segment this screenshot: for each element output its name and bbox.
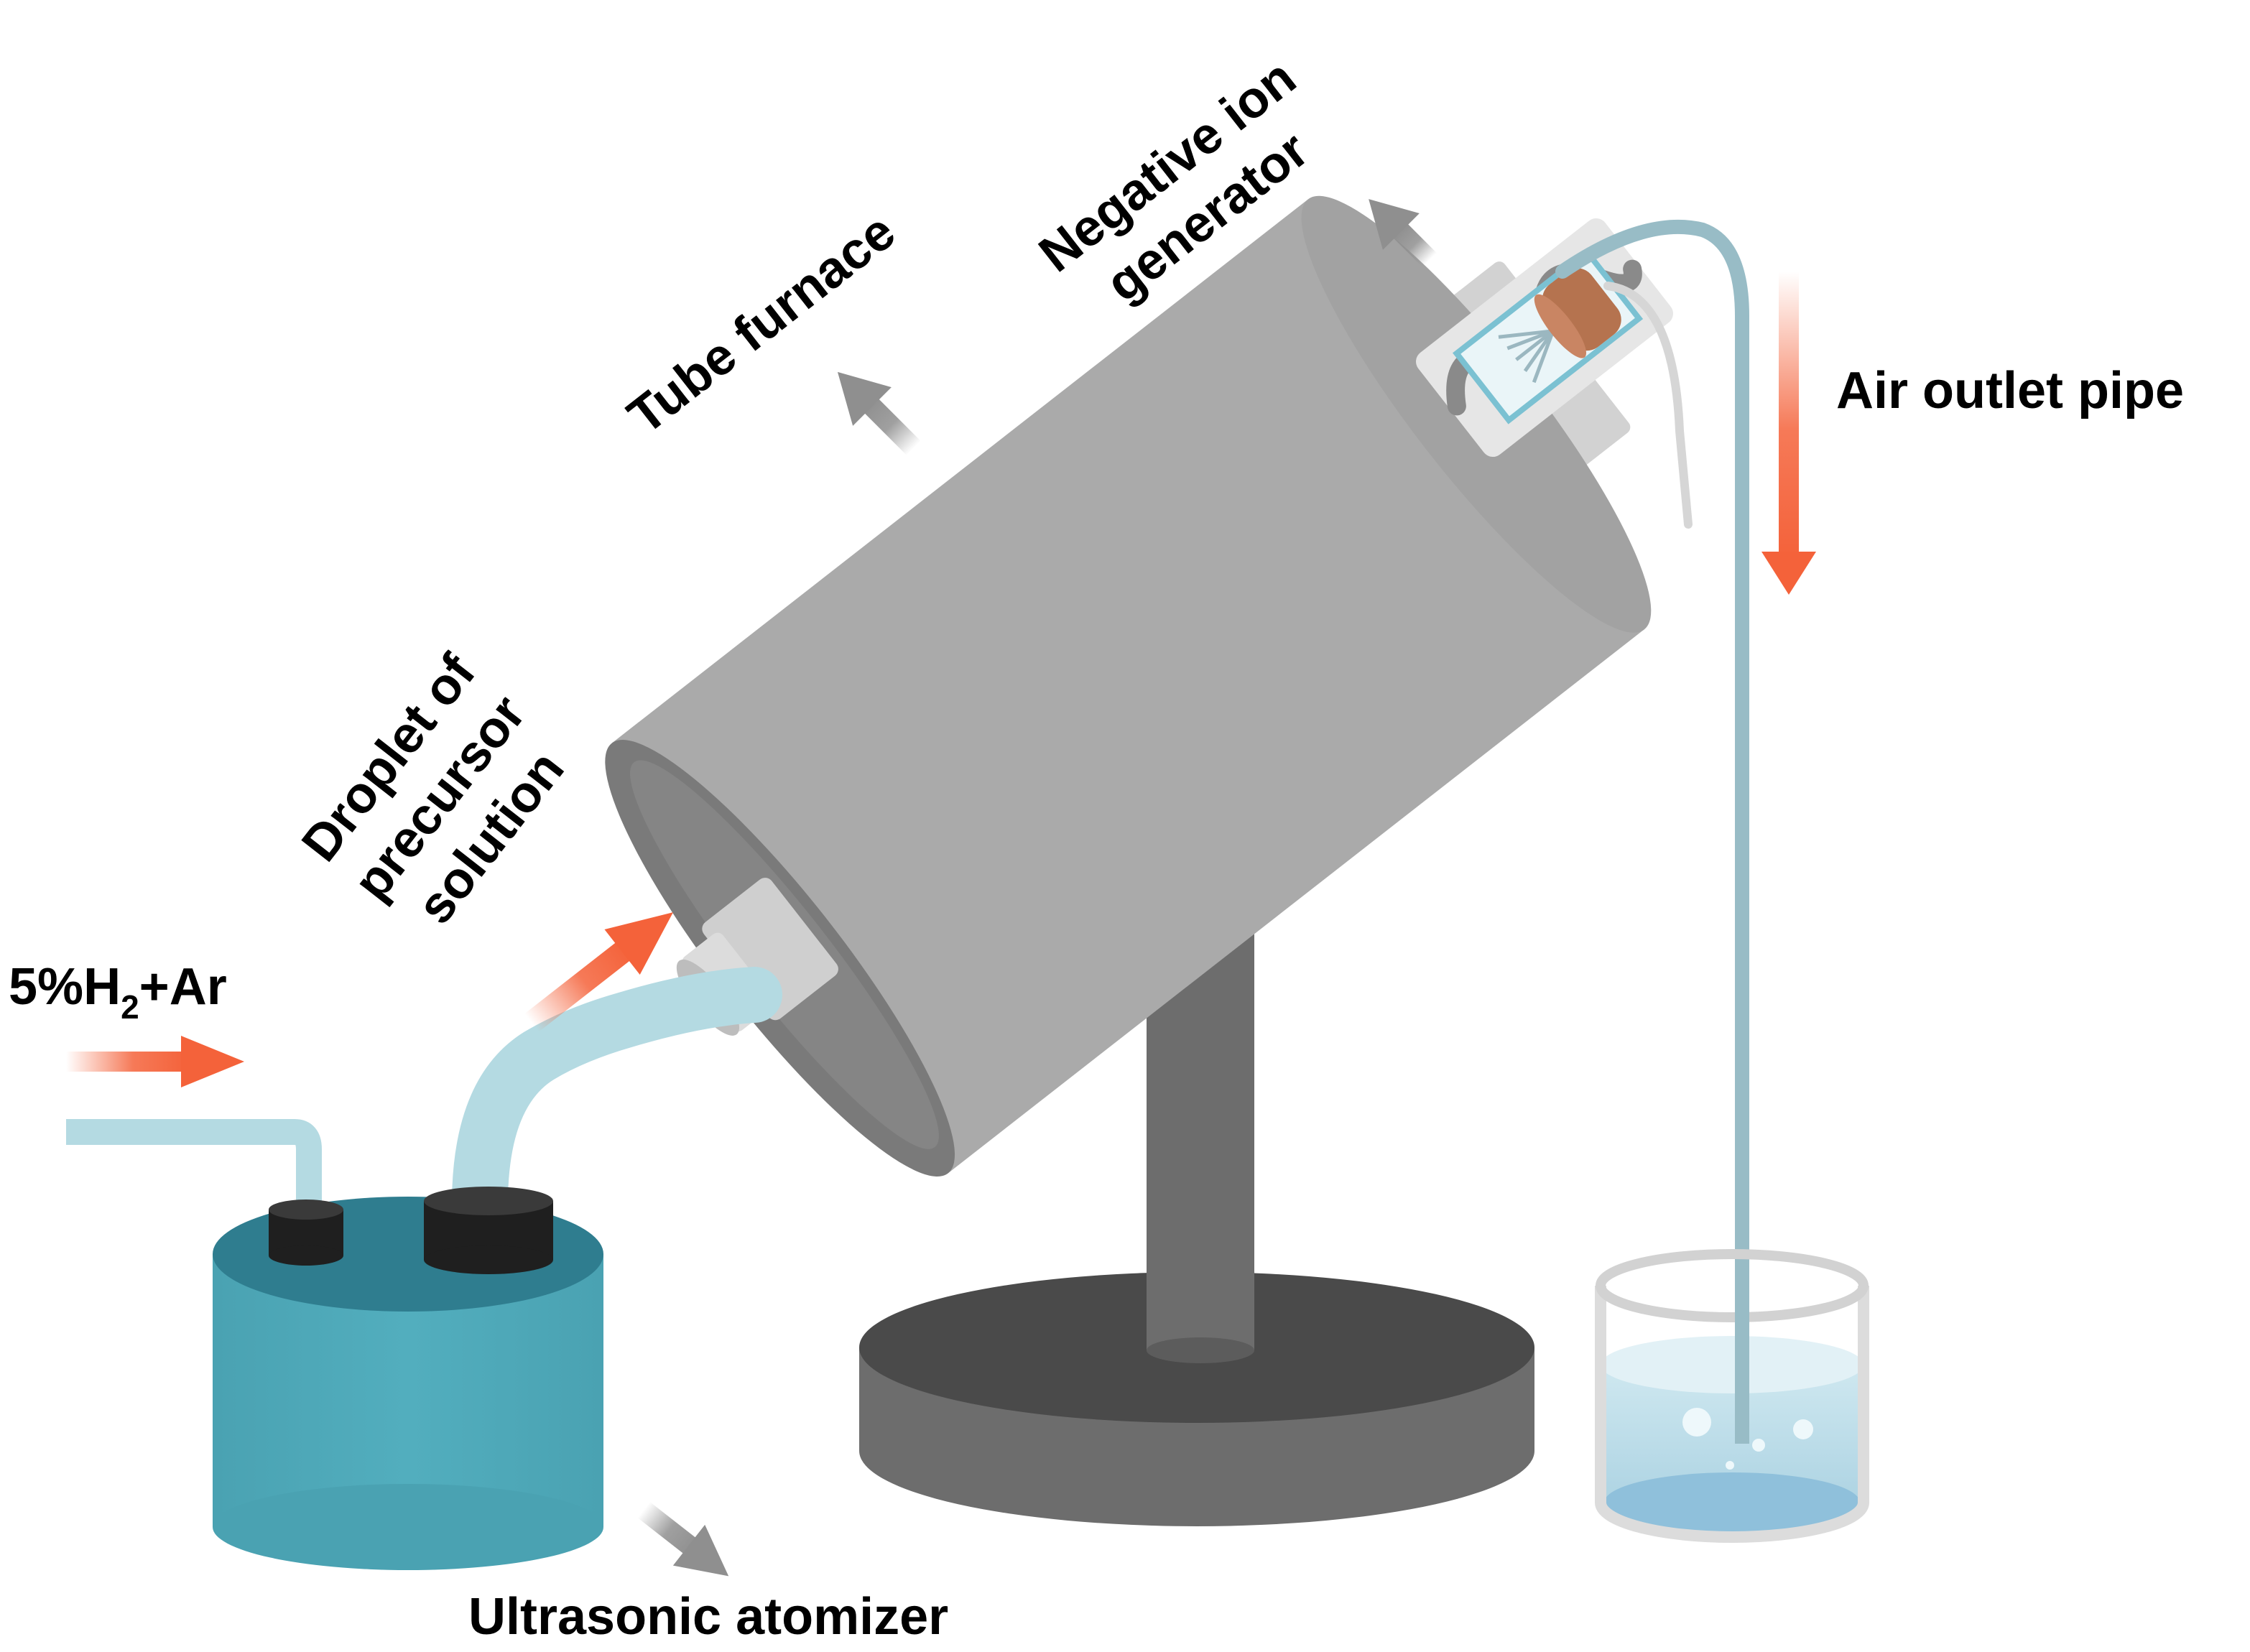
air-outlet-pipe <box>1555 219 1749 1379</box>
ultrasonic-atomizer <box>213 1197 603 1570</box>
droplet-label: Droplet of precursor solution <box>291 644 575 934</box>
gas-inlet-pipe <box>66 1119 322 1207</box>
beaker-water-surface <box>1601 1336 1864 1393</box>
atomizer-bottom <box>213 1484 603 1570</box>
furnace-body <box>611 199 1644 1174</box>
gas-label: 5%H2+Ar <box>9 958 227 1026</box>
ion-generator-pointer-arrow <box>1369 199 1437 267</box>
air-outlet-label: Air outlet pipe <box>1836 362 2184 419</box>
stand-pole-foot <box>1147 1337 1254 1363</box>
beaker-water-bottom <box>1604 1472 1860 1533</box>
generator-needles <box>1498 329 1555 384</box>
atomizer-pointer-arrow <box>637 1501 729 1577</box>
tube-furnace-pointer-arrow <box>837 371 921 455</box>
gas-flow-arrow <box>66 1036 244 1087</box>
mist-cap <box>424 1187 553 1274</box>
bubbles <box>1682 1408 1813 1470</box>
inlet-cap <box>269 1199 343 1266</box>
generator-electrode-face <box>1534 294 1587 358</box>
beaker-rim <box>1596 1249 1869 1322</box>
air-outlet-arrow <box>1761 272 1816 595</box>
ultrasonic-atomizer-label: Ultrasonic atomizer <box>468 1588 948 1646</box>
droplet-flow-arrow <box>524 912 674 1032</box>
negative-ion-generator <box>1416 218 1673 458</box>
generator-wire <box>1603 282 1693 529</box>
beaker <box>1595 1249 1869 1543</box>
mist-pipe <box>452 967 782 1228</box>
